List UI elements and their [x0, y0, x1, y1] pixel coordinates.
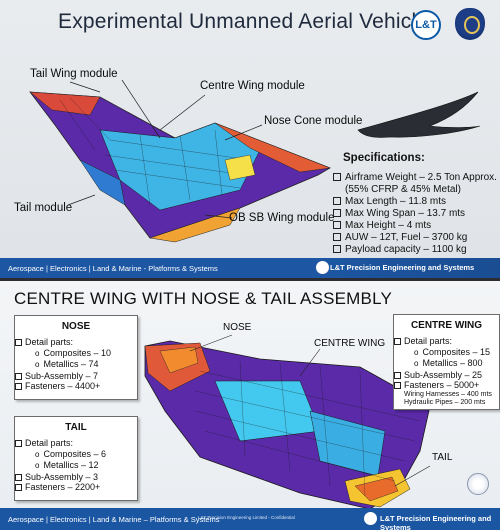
uav-3d-render: [357, 91, 481, 138]
label-centre-wing-module: Centre Wing module: [200, 80, 305, 92]
checkbox-icon: [15, 339, 22, 346]
lt-logo-small-icon: [316, 261, 329, 274]
slide-title: Experimental Unmanned Aerial Vehicle: [58, 10, 429, 33]
spec-subitem: Metallics – 74: [15, 359, 137, 371]
footer-company-name: L&T Precision Engineering and Systems: [330, 263, 475, 272]
spec-item: AUW – 12T, Fuel – 3700 kg: [333, 232, 497, 244]
tail-module-section: [79, 159, 126, 206]
assembly-cad-model: [144, 334, 431, 510]
spec-item: Sub-Assembly – 25: [394, 370, 499, 381]
footer-business-lines: Aerospace | Electronics | Land & Marine …: [8, 514, 220, 524]
centre-wing-spec-list: Detail parts: Composites – 15 Metallics …: [394, 336, 499, 407]
spec-item: Airframe Weight – 2.5 Ton Approx.: [333, 172, 497, 184]
spec-item: Fasteners – 2200+: [15, 482, 137, 493]
spec-item: Max Wing Span – 13.7 mts: [333, 208, 497, 220]
spec-item-note: (55% CFRP & 45% Metal): [345, 184, 461, 195]
spec-subitem: Composites – 6: [15, 449, 137, 461]
spec-item: Fasteners – 5000+: [394, 380, 499, 391]
label-nose: NOSE: [223, 322, 252, 333]
top-slide: Experimental Unmanned Aerial Vehicle L&T: [0, 0, 500, 278]
cad-gridlines: [59, 97, 251, 206]
spec-note: Wiring Harnesses – 400 mts: [404, 390, 492, 398]
spec-subitem: Composites – 15: [394, 347, 499, 359]
highlight-panel: [224, 154, 256, 181]
box-heading: TAIL: [65, 422, 87, 433]
checkbox-icon: [15, 440, 22, 447]
checkbox-icon: [15, 473, 22, 481]
bottom-slide: CENTRE WING WITH NOSE & TAIL ASSEMBLY NO…: [0, 281, 500, 530]
checkbox-icon: [333, 209, 341, 217]
checkbox-icon: [394, 338, 401, 345]
checkbox-icon: [15, 372, 22, 380]
specifications-heading: Specifications:: [343, 152, 425, 164]
tail-spec-box: TAIL Detail parts: Composites – 6 Metall…: [14, 416, 138, 501]
bottom-slide-footer: Aerospace | Electronics | Land & Marine …: [0, 508, 500, 530]
lt-logo: L&T: [411, 10, 441, 40]
spec-item: Detail parts:: [394, 336, 499, 347]
nose-cone-section: [214, 122, 331, 173]
checkbox-icon: [333, 197, 341, 205]
checkbox-icon: [333, 245, 341, 253]
spec-subitem: Metallics – 800: [394, 358, 499, 370]
footer-confidential-note: L&T Precision Engineering Limited - Conf…: [198, 515, 295, 520]
tail-wing-section: [29, 91, 101, 116]
checkbox-icon: [394, 382, 401, 389]
spec-item: Max Height – 4 mts: [333, 220, 497, 232]
top-slide-footer: Aerospace | Electronics | Land & Marine …: [0, 258, 500, 278]
slide-title: CENTRE WING WITH NOSE & TAIL ASSEMBLY: [14, 289, 392, 308]
centre-wing-spec-box: CENTRE WING Detail parts: Composites – 1…: [393, 314, 500, 410]
spec-item: Sub-Assembly – 3: [15, 472, 137, 483]
spec-item: Payload capacity – 1100 kg: [333, 244, 497, 256]
emblem-seal-icon: [467, 473, 489, 495]
nose-spec-list: Detail parts: Composites – 10 Metallics …: [15, 337, 137, 392]
nose-spec-box: NOSE Detail parts: Composites – 10 Metal…: [14, 315, 138, 400]
spec-item: Detail parts:: [15, 337, 137, 348]
spec-note: Hydraulic Pipes – 200 mts: [404, 398, 486, 406]
spec-item: Max Length – 11.8 mts: [333, 196, 497, 208]
leader-lines: [67, 79, 263, 219]
spec-item: Sub-Assembly – 7: [15, 371, 137, 382]
spec-item: Fasteners – 4400+: [15, 381, 137, 392]
checkbox-icon: [333, 221, 341, 229]
checkbox-icon: [333, 173, 341, 181]
checkbox-icon: [394, 371, 401, 379]
label-tail-module: Tail module: [14, 202, 73, 214]
leader-lines: [189, 334, 431, 487]
label-tail-wing-module: Tail Wing module: [30, 68, 118, 80]
specifications-list: Airframe Weight – 2.5 Ton Approx. (55% C…: [333, 172, 497, 256]
cad-gridlines: [194, 360, 421, 497]
box-heading: CENTRE WING: [410, 320, 483, 331]
footer-company-name: L&T Precision Engineering and Systems: [380, 514, 492, 530]
spec-subitem: Composites – 10: [15, 348, 137, 360]
label-ob-sb-wing-module: OB SB Wing module: [229, 212, 335, 224]
spec-subitem: Metallics – 12: [15, 460, 137, 472]
lt-logo-small-icon: [364, 512, 377, 525]
nose-highlight: [159, 346, 199, 374]
drdo-emblem-icon: [455, 8, 485, 40]
uav-cad-model: [29, 79, 481, 243]
spec-item: Detail parts:: [15, 438, 137, 449]
box-heading: NOSE: [61, 321, 91, 332]
tail-spec-list: Detail parts: Composites – 6 Metallics –…: [15, 438, 137, 493]
label-tail: TAIL: [432, 452, 453, 463]
checkbox-icon: [333, 233, 341, 241]
label-nose-cone-module: Nose Cone module: [264, 115, 363, 127]
label-centre-wing: CENTRE WING: [314, 338, 386, 349]
footer-business-lines: Aerospace | Electronics | Land & Marine …: [8, 263, 218, 273]
checkbox-icon: [15, 484, 22, 491]
checkbox-icon: [15, 383, 22, 390]
